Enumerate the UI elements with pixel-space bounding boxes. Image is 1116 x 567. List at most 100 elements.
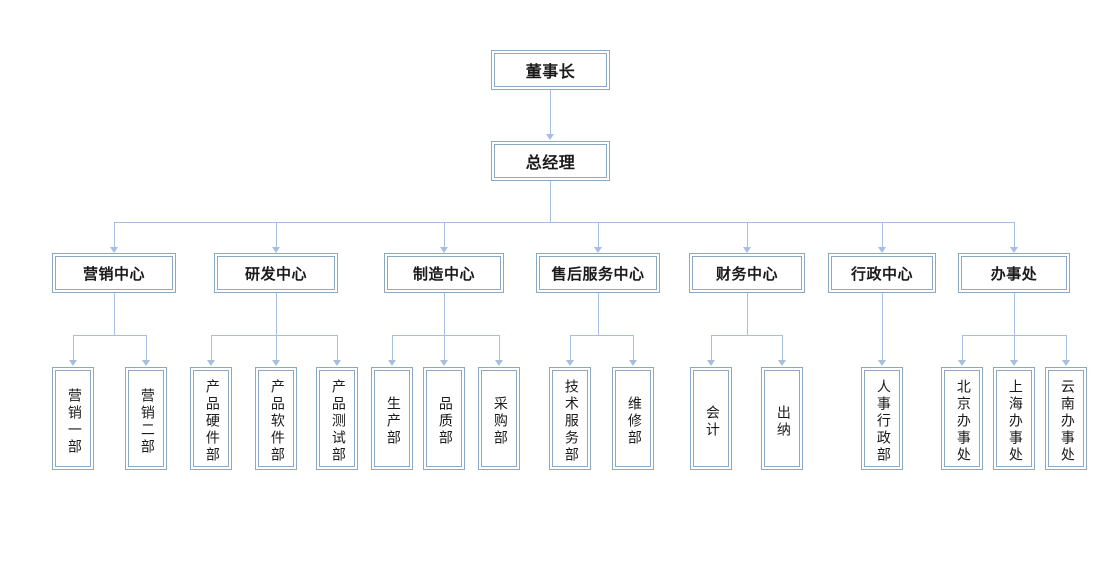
connector-trunk-drop-manufacturing bbox=[444, 222, 445, 247]
arrow-into-offices-dept-1 bbox=[958, 360, 966, 366]
arrow-into-offices-dept-3 bbox=[1062, 360, 1070, 366]
arrow-into-manufacturing-dept-3 bbox=[495, 360, 503, 366]
connector-offices-to-dept1 bbox=[962, 335, 963, 360]
connector-aftersales-to-dept2 bbox=[633, 335, 634, 360]
node-division-manufacturing-center[interactable]: 制造中心 bbox=[384, 253, 504, 293]
node-office-beijing[interactable]: 北京办事处 bbox=[941, 367, 983, 470]
node-division-aftersales-center[interactable]: 售后服务中心 bbox=[536, 253, 660, 293]
node-division-marketing-center[interactable]: 营销中心 bbox=[52, 253, 176, 293]
connector-manufacturing-to-dept1 bbox=[392, 335, 393, 360]
node-division-finance-center[interactable]: 财务中心 bbox=[689, 253, 805, 293]
connector-aftersales-bus bbox=[570, 335, 634, 336]
node-division-label: 财务中心 bbox=[692, 256, 802, 290]
connector-offices-to-dept2 bbox=[1014, 335, 1015, 360]
node-department-label: 营销一部 bbox=[55, 370, 91, 467]
node-department-product-hardware[interactable]: 产品硬件部 bbox=[190, 367, 232, 470]
node-department-label: 产品软件部 bbox=[258, 370, 294, 467]
node-department-repair[interactable]: 维修部 bbox=[612, 367, 654, 470]
arrow-into-marketing-dept-1 bbox=[69, 360, 77, 366]
connector-trunk-drop-marketing bbox=[114, 222, 115, 247]
arrow-into-manufacturing-dept-2 bbox=[440, 360, 448, 366]
node-division-label: 售后服务中心 bbox=[539, 256, 657, 290]
connector-rnd-to-dept3 bbox=[337, 335, 338, 360]
node-division-offices[interactable]: 办事处 bbox=[958, 253, 1070, 293]
node-department-label: 出纳 bbox=[764, 370, 800, 467]
node-chairman[interactable]: 董事长 bbox=[491, 50, 610, 90]
connector-finance-to-dept2 bbox=[782, 335, 783, 360]
node-department-production[interactable]: 生产部 bbox=[371, 367, 413, 470]
arrow-into-offices bbox=[1010, 247, 1018, 253]
node-department-label: 产品测试部 bbox=[319, 370, 355, 467]
node-office-yunnan[interactable]: 云南办事处 bbox=[1045, 367, 1087, 470]
arrow-into-aftersales-dept-2 bbox=[629, 360, 637, 366]
node-department-quality[interactable]: 品质部 bbox=[423, 367, 465, 470]
connector-trunk-drop-rnd bbox=[276, 222, 277, 247]
connector-marketing-drop bbox=[114, 293, 115, 335]
arrow-into-aftersales-center bbox=[594, 247, 602, 253]
node-department-hr-admin[interactable]: 人事行政部 bbox=[861, 367, 903, 470]
arrow-into-rnd-dept-3 bbox=[333, 360, 341, 366]
connector-gm-drop bbox=[550, 181, 551, 222]
connector-trunk-drop-aftersales bbox=[598, 222, 599, 247]
node-division-label: 营销中心 bbox=[55, 256, 173, 290]
node-division-label: 制造中心 bbox=[387, 256, 501, 290]
connector-aftersales-drop bbox=[598, 293, 599, 335]
connector-aftersales-to-dept1 bbox=[570, 335, 571, 360]
connector-trunk-drop-offices bbox=[1014, 222, 1015, 247]
node-office-shanghai[interactable]: 上海办事处 bbox=[993, 367, 1035, 470]
node-division-rnd-center[interactable]: 研发中心 bbox=[214, 253, 338, 293]
connector-rnd-bus bbox=[211, 335, 338, 336]
arrow-into-admin-center bbox=[878, 247, 886, 253]
node-department-label: 生产部 bbox=[374, 370, 410, 467]
connector-admin-to-dept1 bbox=[882, 293, 883, 360]
node-department-marketing-1[interactable]: 营销一部 bbox=[52, 367, 94, 470]
connector-rnd-to-dept2 bbox=[276, 335, 277, 360]
connector-manufacturing-to-dept3 bbox=[499, 335, 500, 360]
connector-marketing-to-dept1 bbox=[73, 335, 74, 360]
node-department-label: 品质部 bbox=[426, 370, 462, 467]
connector-rnd-to-dept1 bbox=[211, 335, 212, 360]
connector-manufacturing-to-dept2 bbox=[444, 335, 445, 360]
arrow-into-rnd-dept-2 bbox=[272, 360, 280, 366]
node-department-product-testing[interactable]: 产品测试部 bbox=[316, 367, 358, 470]
connector-finance-drop bbox=[747, 293, 748, 335]
arrow-into-manufacturing-center bbox=[440, 247, 448, 253]
node-division-label: 办事处 bbox=[961, 256, 1067, 290]
node-department-accounting[interactable]: 会计 bbox=[690, 367, 732, 470]
node-chairman-label: 董事长 bbox=[494, 53, 607, 87]
connector-marketing-bus bbox=[73, 335, 147, 336]
arrow-into-finance-dept-1 bbox=[707, 360, 715, 366]
arrow-into-finance-dept-2 bbox=[778, 360, 786, 366]
connector-trunk-drop-admin bbox=[882, 222, 883, 247]
arrow-into-aftersales-dept-1 bbox=[566, 360, 574, 366]
connector-marketing-to-dept2 bbox=[146, 335, 147, 360]
arrow-into-finance-center bbox=[743, 247, 751, 253]
node-division-admin-center[interactable]: 行政中心 bbox=[828, 253, 936, 293]
node-department-cashier[interactable]: 出纳 bbox=[761, 367, 803, 470]
node-general-manager-label: 总经理 bbox=[494, 144, 607, 178]
node-department-marketing-2[interactable]: 营销二部 bbox=[125, 367, 167, 470]
node-division-label: 研发中心 bbox=[217, 256, 335, 290]
node-division-label: 行政中心 bbox=[831, 256, 933, 290]
node-department-label: 上海办事处 bbox=[996, 370, 1032, 467]
arrow-into-rnd-center bbox=[272, 247, 280, 253]
arrow-chairman-to-gm bbox=[546, 134, 554, 140]
arrow-into-rnd-dept-1 bbox=[207, 360, 215, 366]
connector-trunk-drop-finance bbox=[747, 222, 748, 247]
connector-trunk-level2 bbox=[114, 222, 1015, 223]
node-department-label: 北京办事处 bbox=[944, 370, 980, 467]
node-department-label: 人事行政部 bbox=[864, 370, 900, 467]
node-general-manager[interactable]: 总经理 bbox=[491, 141, 610, 181]
arrow-into-offices-dept-2 bbox=[1010, 360, 1018, 366]
node-department-technical-service[interactable]: 技术服务部 bbox=[549, 367, 591, 470]
connector-finance-to-dept1 bbox=[711, 335, 712, 360]
arrow-into-marketing-dept-2 bbox=[142, 360, 150, 366]
connector-manufacturing-bus bbox=[392, 335, 500, 336]
node-department-label: 产品硬件部 bbox=[193, 370, 229, 467]
node-department-product-software[interactable]: 产品软件部 bbox=[255, 367, 297, 470]
node-department-label: 维修部 bbox=[615, 370, 651, 467]
node-department-procurement[interactable]: 采购部 bbox=[478, 367, 520, 470]
node-department-label: 营销二部 bbox=[128, 370, 164, 467]
connector-offices-drop bbox=[1014, 293, 1015, 335]
